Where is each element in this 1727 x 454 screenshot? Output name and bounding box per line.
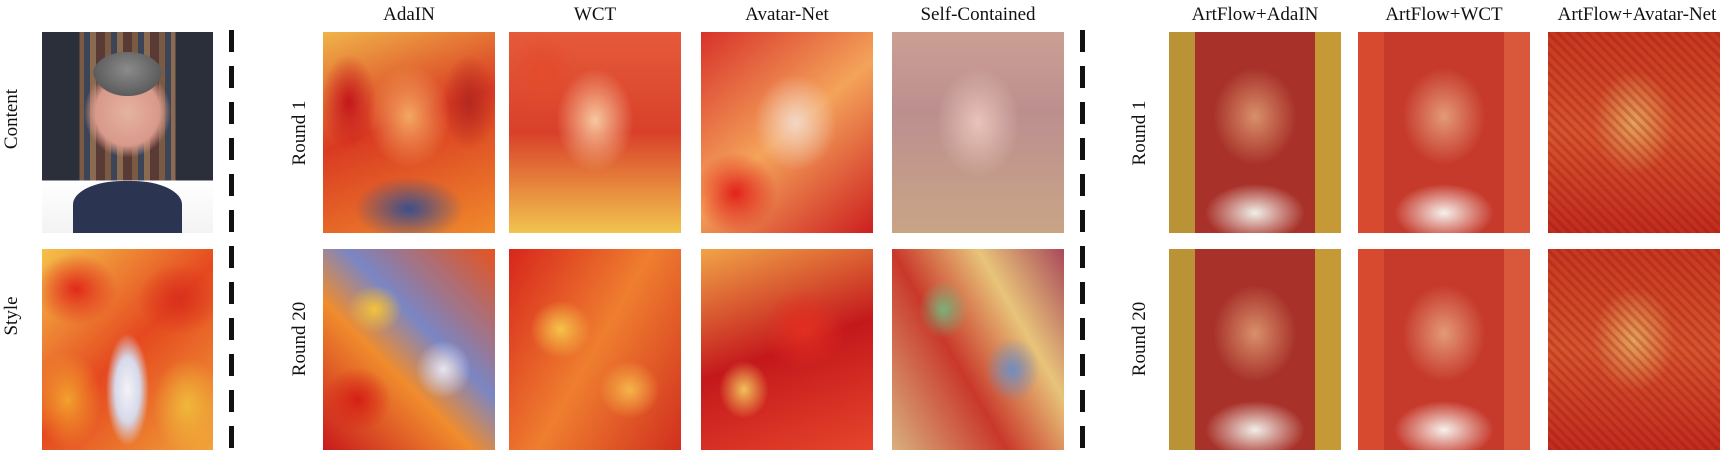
artflow-adain-round-20-image (1169, 249, 1341, 450)
artflow-wct-round-20-image (1358, 249, 1530, 450)
round-label-20-right: Round 20 (1129, 301, 1150, 377)
divider-right (1080, 30, 1085, 450)
artflow-avatar-net-round-20-image (1548, 249, 1720, 450)
row-label-style: Style (1, 296, 22, 336)
method-header-artflow-wct: ArtFlow+WCT (1385, 4, 1503, 25)
row-label-content: Content (1, 88, 22, 150)
content-image (42, 32, 213, 233)
round-label-20-middle: Round 20 (289, 301, 310, 377)
divider-left (229, 30, 234, 450)
wct-round-20-image (509, 249, 681, 450)
artflow-wct-round-1-image (1358, 32, 1530, 233)
self-contained-round-1-image (892, 32, 1064, 233)
adain-round-1-image (323, 32, 495, 233)
avatar-net-round-20-image (701, 249, 873, 450)
round-label-1-right: Round 1 (1129, 100, 1150, 166)
self-contained-round-20-image (892, 249, 1064, 450)
method-header-artflow-adain: ArtFlow+AdaIN (1191, 4, 1319, 25)
artflow-avatar-net-round-1-image (1548, 32, 1720, 233)
wct-round-1-image (509, 32, 681, 233)
style-image (42, 249, 213, 450)
method-header-wct: WCT (573, 4, 617, 25)
method-header-avatar-net: Avatar-Net (745, 4, 829, 25)
avatar-net-round-1-image (701, 32, 873, 233)
adain-round-20-image (323, 249, 495, 450)
artflow-adain-round-1-image (1169, 32, 1341, 233)
method-header-artflow-avatar-net: ArtFlow+Avatar-Net (1557, 4, 1717, 25)
method-header-adain: AdaIN (383, 4, 435, 25)
round-label-1-middle: Round 1 (289, 100, 310, 166)
method-header-self-contained: Self-Contained (920, 4, 1036, 25)
